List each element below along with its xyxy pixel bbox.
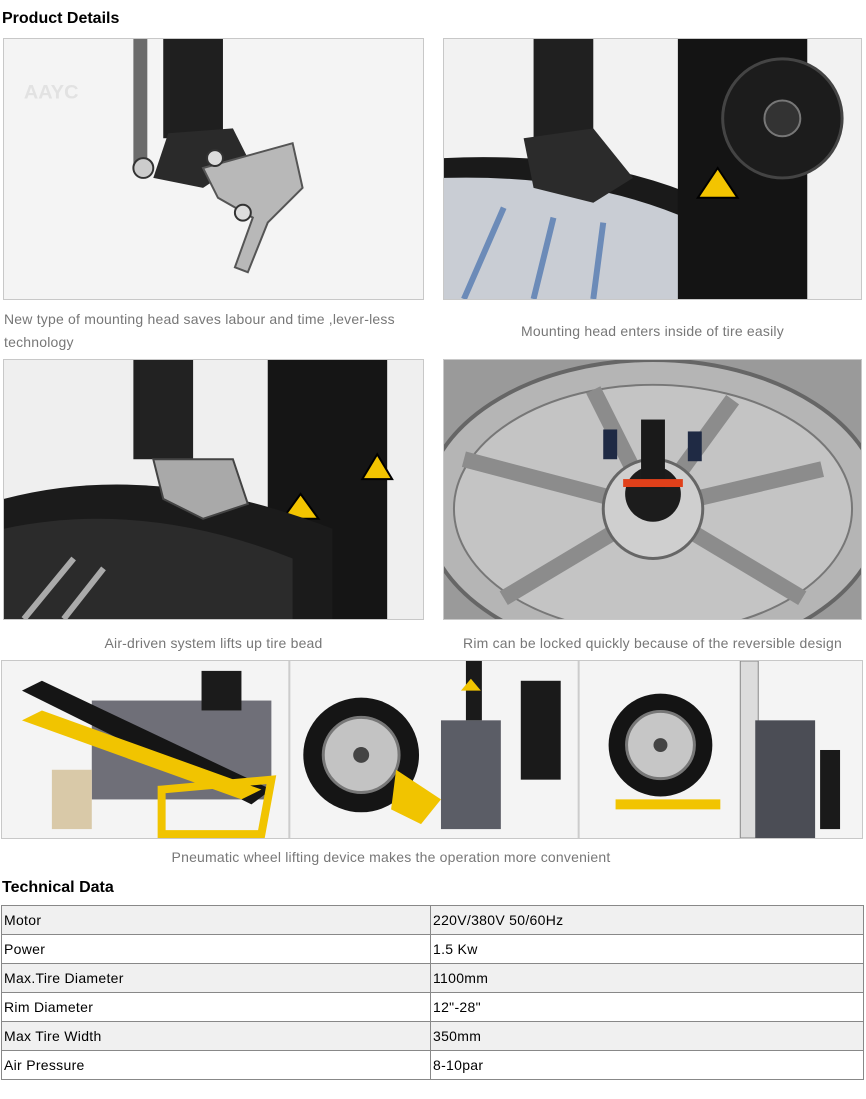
spec-label: Power — [1, 934, 431, 964]
spec-value: 350mm — [430, 1021, 864, 1051]
spec-value: 8-10par — [430, 1050, 864, 1080]
caption-rim-lock: Rim can be locked quickly because of the… — [463, 635, 842, 651]
table-row: Max.Tire Diameter 1100mm — [1, 963, 864, 993]
spec-value: 12"-28" — [430, 992, 864, 1022]
caption-wheel-lift: Pneumatic wheel lifting device makes the… — [171, 849, 611, 865]
technical-data-table: Motor 220V/380V 50/60Hz Power 1.5 Kw Max… — [1, 905, 864, 1080]
spec-value: 220V/380V 50/60Hz — [430, 905, 864, 935]
tire-bead-lift-photo — [3, 359, 424, 620]
caption-mounting-head: New type of mounting head saves labour a… — [4, 311, 395, 350]
mounting-head-photo: AAYC — [3, 38, 424, 300]
table-row: Max Tire Width 350mm — [1, 1021, 864, 1051]
caption-bead-lift: Air-driven system lifts up tire bead — [104, 635, 323, 651]
table-row: Motor 220V/380V 50/60Hz — [1, 905, 864, 935]
table-row: Rim Diameter 12"-28" — [1, 992, 864, 1022]
table-row: Power 1.5 Kw — [1, 934, 864, 964]
technical-data-heading: Technical Data — [2, 879, 114, 896]
watermark-text: AAYC — [24, 82, 79, 104]
mounting-head-tire-photo — [443, 38, 862, 300]
spec-label: Motor — [1, 905, 431, 935]
spec-label: Air Pressure — [1, 1050, 431, 1080]
rim-lock-photo — [443, 359, 862, 620]
spec-label: Rim Diameter — [1, 992, 431, 1022]
caption-mounting-head-tire: Mounting head enters inside of tire easi… — [521, 323, 784, 339]
spec-value: 1.5 Kw — [430, 934, 864, 964]
spec-label: Max Tire Width — [1, 1021, 431, 1051]
product-details-heading: Product Details — [2, 10, 120, 27]
table-row: Air Pressure 8-10par — [1, 1050, 864, 1080]
spec-label: Max.Tire Diameter — [1, 963, 431, 993]
wheel-lift-photo — [1, 660, 863, 839]
spec-value: 1100mm — [430, 963, 864, 993]
